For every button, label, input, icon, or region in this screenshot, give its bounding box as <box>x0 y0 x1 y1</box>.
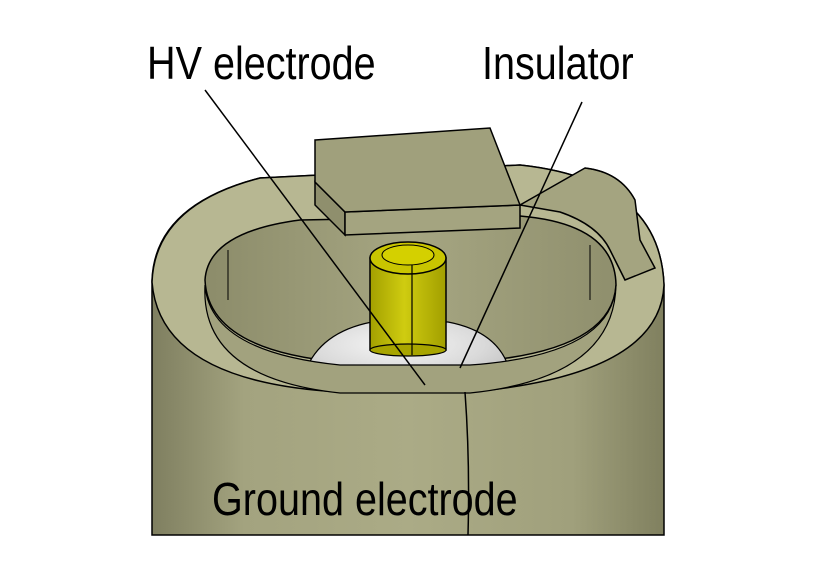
ground-electrode-label: Ground electrode <box>212 473 518 525</box>
inner-wall-shadow <box>227 245 591 300</box>
insulator-label: Insulator <box>482 37 634 89</box>
ground-electrode-inner-lip <box>204 284 617 394</box>
insulator-leader-line <box>459 101 583 369</box>
hv-electrode-label: HV electrode <box>147 37 376 89</box>
hv-electrode-leader-line <box>204 89 426 386</box>
hv-electrode-bottom <box>369 343 447 357</box>
ground-electrode-seam <box>464 391 470 536</box>
hv-electrode-top-inner <box>381 244 435 266</box>
clamp-block-top <box>314 127 522 213</box>
